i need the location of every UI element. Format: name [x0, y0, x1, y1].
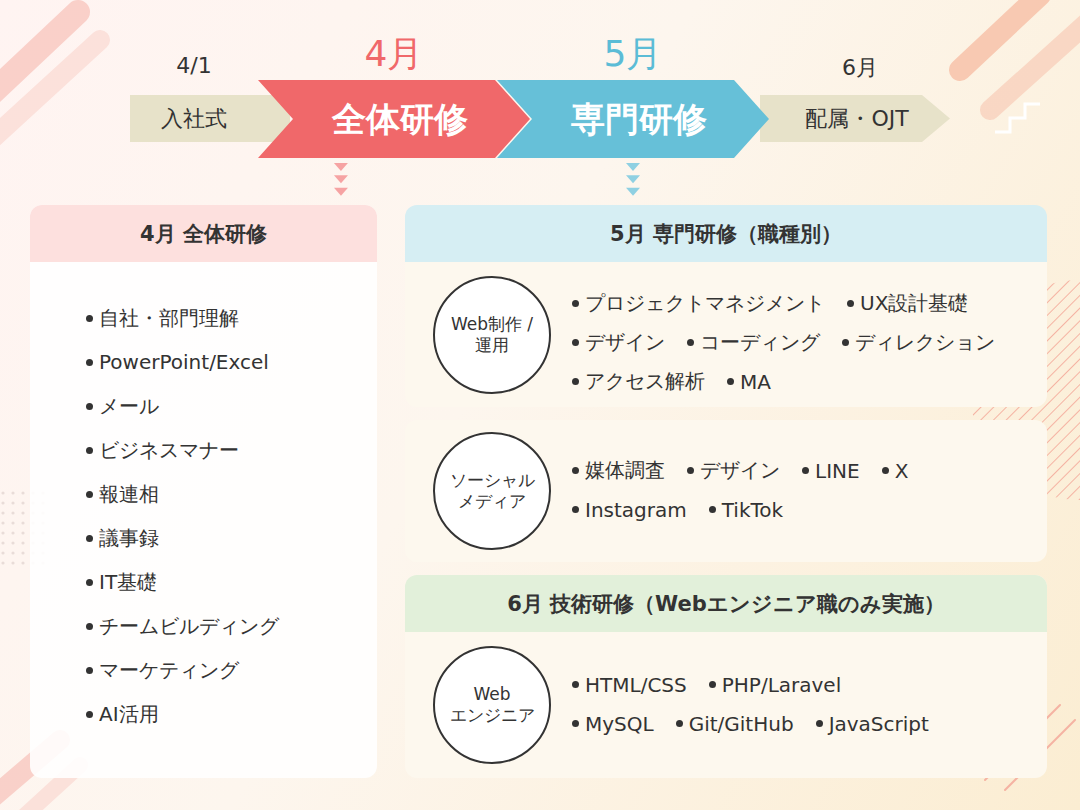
item-text: メール [86, 394, 279, 418]
item-text: AI活用 [86, 702, 279, 726]
item-text: IT基礎 [86, 570, 279, 594]
item-text: Instagram [572, 498, 687, 522]
item-text: X [882, 459, 909, 483]
stage-label: 配属・OJT [774, 95, 940, 142]
item-text: デザイン [572, 329, 665, 356]
date-label: 4/1 [130, 53, 258, 78]
arrow-head [626, 163, 640, 171]
item-line: MySQL Git/GitHub JavaScript [572, 704, 929, 743]
item-text: コーディング [687, 329, 820, 356]
timeline-band: 4/1入社式 [130, 95, 290, 142]
item-text: アクセス解析 [572, 368, 705, 395]
item-text: MySQL [572, 712, 654, 736]
category-label: Web制作 /運用 [444, 314, 540, 357]
item-list: 自社・部門理解 PowerPoint/Excel メールビジネスマナー報連相議事録 I… [86, 306, 279, 726]
item-line: Instagram TikTok [572, 490, 908, 529]
category-circle: ソーシャル メディア [433, 432, 551, 550]
panel: 5月 専門研修（職種別）プロジェクトマネジメントUX設計基礎デザインコーディング… [405, 205, 1047, 562]
panel: 4月 全体研修自社・部門理解 PowerPoint/Excel メールビジネスマナー… [30, 205, 377, 778]
timeline-band: 6月配属・OJT [760, 95, 950, 142]
item-list: プロジェクトマネジメントUX設計基礎デザインコーディングディレクションアクセス解… [572, 284, 995, 401]
arrow-head [334, 175, 348, 183]
down-arrow [626, 163, 640, 196]
item-line: プロジェクトマネジメント UX設計基礎 [572, 284, 995, 323]
item-line: 媒体調査デザイン LINE X [572, 451, 908, 490]
month-label: 6月 [770, 53, 950, 83]
category-circle: Web制作 /運用 [433, 276, 551, 394]
item-list: HTML/CSS PHP/LaravelMySQL Git/GitHub JavaSc… [572, 665, 929, 743]
category-circle: Web エンジニア [433, 646, 551, 764]
item-text: MA [727, 370, 771, 394]
item-text: JavaScript [816, 712, 929, 736]
item-text: ビジネスマナー [86, 438, 279, 462]
course-row: プロジェクトマネジメントUX設計基礎デザインコーディングディレクションアクセス解… [405, 262, 1047, 407]
item-text: チームビルディング [86, 614, 279, 638]
panel-title: 4月 全体研修 [140, 220, 267, 248]
item-text: 自社・部門理解 [86, 306, 279, 330]
category-label: Web エンジニア [444, 684, 540, 727]
stage-label: 専門研修 [509, 80, 769, 158]
chevron-fill [760, 95, 950, 142]
item-text: TikTok [709, 498, 783, 522]
arrow-head [334, 188, 348, 196]
item-text: HTML/CSS [572, 673, 687, 697]
chevron-fill [497, 80, 769, 158]
chevron-fill [130, 95, 290, 142]
item-text: LINE [802, 459, 860, 483]
month-label: 4月 [258, 30, 530, 79]
item-text: 報連相 [86, 482, 279, 506]
arrow-head [334, 163, 348, 171]
item-list: 媒体調査デザイン LINE X Instagram TikTok [572, 451, 908, 529]
arrow-head [626, 188, 640, 196]
item-text: 議事録 [86, 526, 279, 550]
stage-label: 入社式 [130, 95, 258, 142]
item-text: Git/GitHub [676, 712, 794, 736]
item-text: ディレクション [842, 329, 995, 356]
item-text: プロジェクトマネジメント [572, 290, 825, 317]
timeline-chevron: 5月専門研修 [497, 80, 769, 158]
item-text: PowerPoint/Excel [86, 350, 279, 374]
item-text: デザイン [687, 457, 780, 484]
panel-title: 6月 技術研修（Webエンジニア職のみ実施） [507, 590, 945, 618]
item-text: マーケティング [86, 658, 279, 682]
panel: 6月 技術研修（Webエンジニア職のみ実施） HTML/CSS PHP/Larave… [405, 575, 1047, 778]
panel-header: 4月 全体研修 [30, 205, 377, 262]
course-row: 媒体調査デザイン LINE X Instagram TikTok ソーシャル メディア [405, 420, 1047, 562]
item-text: 媒体調査 [572, 457, 665, 484]
month-label: 5月 [497, 30, 769, 79]
panel-header: 5月 専門研修（職種別） [405, 205, 1047, 262]
panel-title: 5月 専門研修（職種別） [610, 220, 842, 248]
item-line: アクセス解析 MA [572, 362, 995, 401]
timeline-chevron: 4月全体研修 [258, 80, 530, 158]
down-arrow [334, 163, 348, 196]
item-text: PHP/Laravel [709, 673, 841, 697]
arrow-head [626, 175, 640, 183]
stage-label: 全体研修 [270, 80, 530, 158]
item-line: HTML/CSS PHP/Laravel [572, 665, 929, 704]
panel-header: 6月 技術研修（Webエンジニア職のみ実施） [405, 575, 1047, 632]
item-line: デザインコーディングディレクション [572, 323, 995, 362]
item-text: UX設計基礎 [847, 290, 968, 317]
stair-icon [995, 104, 1040, 132]
category-label: ソーシャル メディア [444, 470, 540, 513]
chevron-fill [258, 80, 530, 158]
